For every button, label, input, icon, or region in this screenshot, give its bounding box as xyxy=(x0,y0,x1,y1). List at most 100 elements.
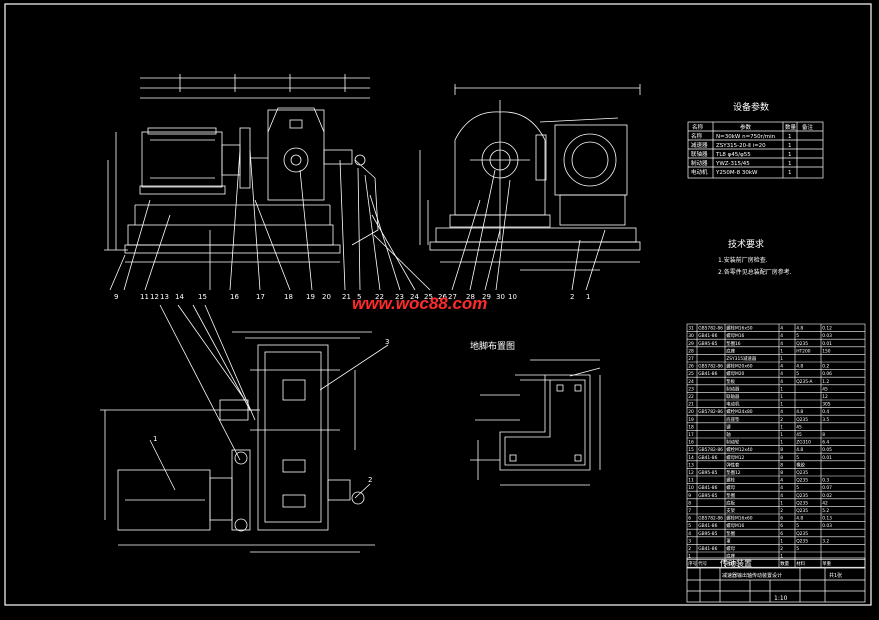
parts-cell-mass: 305 xyxy=(822,402,831,408)
parts-cell-qty: 8 xyxy=(780,462,783,468)
parts-cell-mat: Q235 xyxy=(796,538,808,544)
parts-cell-no: 30 xyxy=(688,333,694,339)
parts-header-cell: 名称 xyxy=(726,560,735,567)
parts-cell-mass: 0.03 xyxy=(822,523,832,529)
parts-cell-mat: 5 xyxy=(796,546,799,552)
parts-cell-name: 制动器 xyxy=(726,385,740,392)
parts-cell-qty: 4 xyxy=(780,409,783,415)
balloon: 2 xyxy=(570,293,574,301)
parts-cell-qty: 1 xyxy=(780,554,783,560)
parts-cell-name: 螺母M16 xyxy=(726,522,744,529)
balloon: 30 xyxy=(496,293,505,301)
side-elevation-view xyxy=(419,84,641,291)
parts-cell-name: 底座 xyxy=(726,553,735,560)
parts-cell-code: GB5782-86 xyxy=(698,364,723,370)
parts-cell-no: 14 xyxy=(688,455,694,461)
balloon: 20 xyxy=(322,293,331,301)
parts-cell-code: GB41-86 xyxy=(698,523,717,529)
parts-cell-no: 24 xyxy=(688,379,694,385)
parts-cell-name: 螺母M16 xyxy=(726,332,744,339)
spec-row-qty: 1 xyxy=(788,161,792,167)
parts-cell-name: 垫圈12 xyxy=(726,469,741,476)
spec-header-param: 参数 xyxy=(740,123,752,131)
balloon: 11 xyxy=(140,293,149,301)
parts-cell-qty: 1 xyxy=(780,394,783,400)
parts-cell-name: 螺母 xyxy=(726,545,735,552)
parts-cell-name: 罩 xyxy=(726,538,731,544)
tech-req-item: 2.各零件见总装配厂房参考. xyxy=(718,268,792,276)
parts-cell-mat: 4.8 xyxy=(796,447,803,453)
parts-cell-mat: 5 xyxy=(796,371,799,377)
parts-cell-mass: 150 xyxy=(822,348,831,354)
parts-cell-no: 19 xyxy=(688,417,694,423)
parts-cell-qty: 1 xyxy=(780,538,783,544)
parts-cell-code: GB5782-86 xyxy=(698,409,723,415)
side-elevation-balloons: 27 28 29 30 10 2 1 xyxy=(448,293,590,301)
foundation-layout xyxy=(470,359,601,486)
parts-cell-qty: 2 xyxy=(780,417,783,423)
parts-cell-mass: 42 xyxy=(822,500,828,506)
parts-cell-no: 10 xyxy=(688,485,694,491)
parts-cell-qty: 2 xyxy=(780,508,783,514)
parts-cell-mass: 0.07 xyxy=(822,485,832,491)
parts-cell-no: 13 xyxy=(688,462,694,468)
parts-cell-mass: 1.2 xyxy=(822,379,829,385)
parts-cell-qty: 4 xyxy=(780,379,783,385)
parts-cell-qty: 6 xyxy=(780,523,783,529)
parts-cell-qty: 4 xyxy=(780,341,783,347)
parts-cell-no: 4 xyxy=(688,531,691,537)
parts-cell-mass: 0.13 xyxy=(822,516,832,522)
parts-cell-mass: 0.01 xyxy=(822,455,832,461)
spec-row-qty: 1 xyxy=(788,134,792,140)
parts-cell-mat: 45 xyxy=(796,424,802,430)
balloon: 3 xyxy=(385,338,389,346)
balloon: 21 xyxy=(342,293,351,301)
balloon: 14 xyxy=(175,293,184,301)
spec-row-qty: 1 xyxy=(788,143,792,149)
parts-cell-name: 联轴器 xyxy=(726,393,740,400)
spec-row-param: YWZ-315/45 xyxy=(715,161,750,167)
parts-cell-code: GB41-86 xyxy=(698,333,717,339)
parts-cell-name: 底座 xyxy=(726,347,735,354)
parts-cell-mat: HT200 xyxy=(796,348,811,354)
parts-cell-no: 6 xyxy=(688,516,691,522)
parts-cell-name: 轴 xyxy=(726,431,731,438)
parts-cell-no: 18 xyxy=(688,424,694,430)
spec-row-name: 联轴器 xyxy=(691,150,708,158)
parts-cell-qty: 1 xyxy=(780,424,783,430)
parts-cell-mat: Q235 xyxy=(796,417,808,423)
parts-cell-name: ZSY315减速器 xyxy=(726,355,757,362)
parts-cell-qty: 4 xyxy=(780,371,783,377)
parts-cell-mass: 3.5 xyxy=(822,417,829,423)
parts-cell-mat: 45 xyxy=(796,432,802,438)
spec-row-qty: 1 xyxy=(788,152,792,158)
drawing-sheet: 共1张 xyxy=(829,572,842,579)
spec-table-text: 名称 参数 数量 备注 名称 N=30kW n=750r/min 1 减速器 Z… xyxy=(691,123,814,176)
parts-cell-name: 垫圈 xyxy=(726,530,735,537)
parts-cell-qty: 1 xyxy=(780,402,783,408)
parts-cell-no: 31 xyxy=(688,326,694,332)
drawing-scale: 1:10 xyxy=(774,595,788,602)
watermark: www.woc88.com xyxy=(352,294,487,313)
tech-req-item: 1.安装前厂房检查. xyxy=(718,256,768,264)
parts-cell-name: 螺栓M20x60 xyxy=(726,363,753,370)
parts-cell-mat: 4.8 xyxy=(796,326,803,332)
title-block xyxy=(686,557,866,603)
balloon: 13 xyxy=(160,293,169,301)
parts-cell-mat: Q235 xyxy=(796,493,808,499)
parts-cell-name: 制动轮 xyxy=(726,439,740,446)
parts-cell-no: 23 xyxy=(688,386,694,392)
parts-cell-qty: 1 xyxy=(780,500,783,506)
parts-cell-no: 1 xyxy=(688,554,691,560)
balloon: 18 xyxy=(284,293,293,301)
parts-cell-mass: 0.05 xyxy=(822,447,832,453)
parts-cell-name: 螺母M12 xyxy=(726,454,744,461)
parts-cell-name: 底座垫 xyxy=(726,416,740,423)
spec-row-qty: 1 xyxy=(788,170,792,176)
parts-cell-no: 7 xyxy=(688,508,691,514)
parts-cell-mat: Q235 xyxy=(796,478,808,484)
parts-cell-mass: 6.4 xyxy=(822,440,829,446)
balloon: 1 xyxy=(586,293,590,301)
